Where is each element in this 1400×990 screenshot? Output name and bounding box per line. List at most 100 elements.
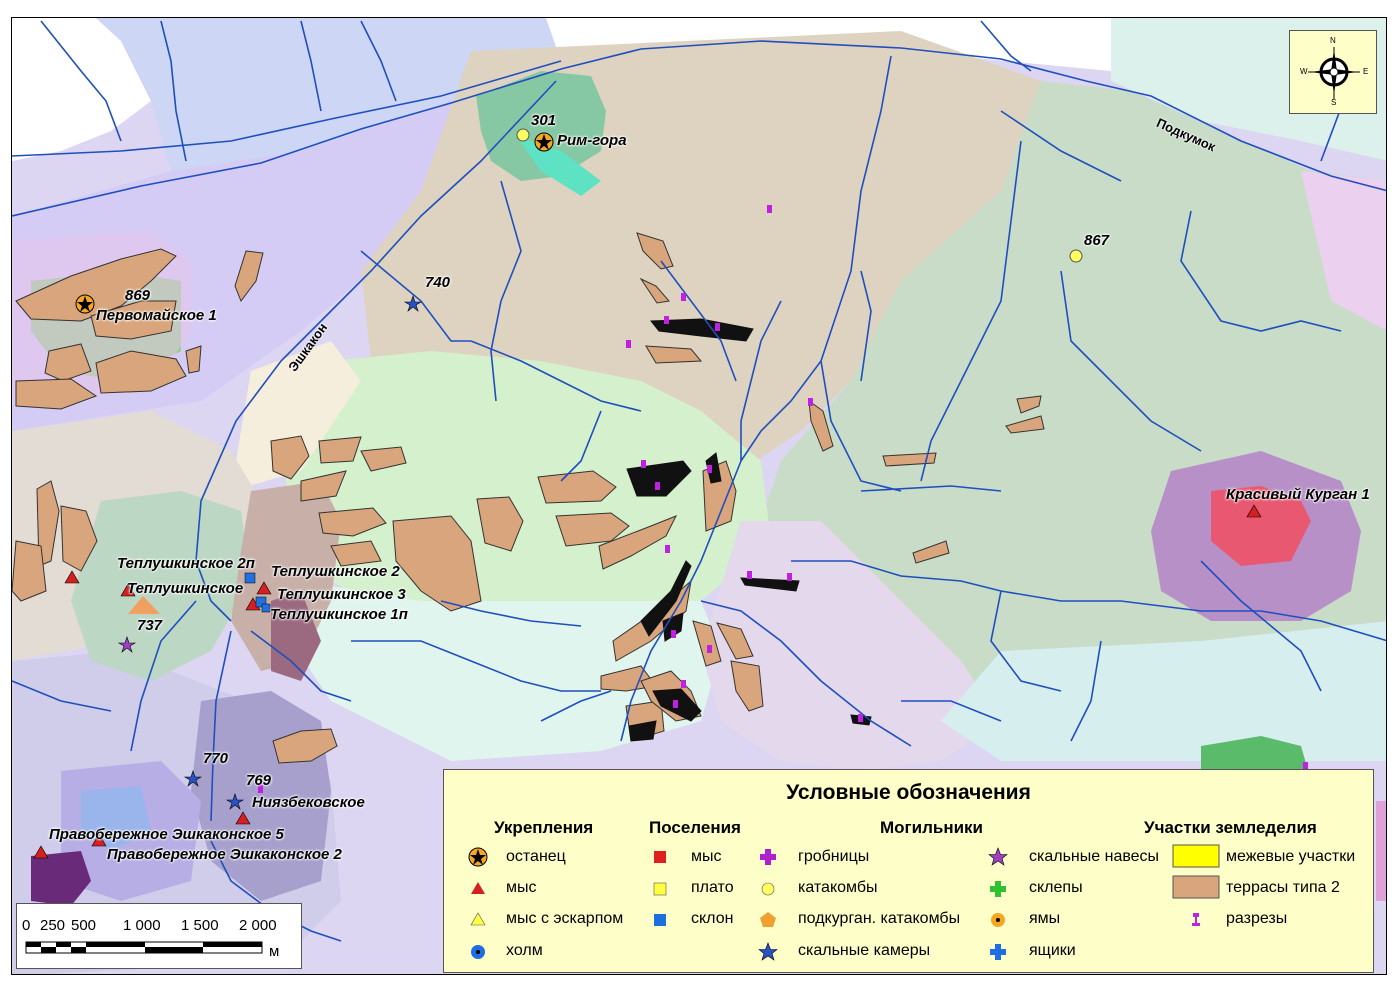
terrace bbox=[882, 452, 937, 467]
legend-item-mezhevye: межевые участки bbox=[1226, 848, 1356, 865]
river-trib bbox=[1200, 560, 1322, 692]
river-trib bbox=[860, 270, 872, 382]
label-rim-gora: Рим-гора bbox=[557, 132, 627, 149]
yellow-square-icon bbox=[653, 882, 667, 896]
legend-item-kholm: холм bbox=[506, 942, 543, 959]
scale-bar-graphic bbox=[25, 941, 263, 954]
blue-dot-circle-icon bbox=[471, 945, 485, 959]
river-trib bbox=[351, 640, 601, 692]
terrace bbox=[60, 505, 98, 572]
river-trib bbox=[360, 20, 397, 102]
label-teplushkinskoe-3: Теплушкинское 3 bbox=[277, 586, 406, 603]
legend-item-yashchiki: ящики bbox=[1029, 942, 1076, 959]
legend-item-podkurgan: подкурган. катакомбы bbox=[798, 910, 961, 927]
yellow-rect-icon bbox=[1172, 844, 1220, 868]
legend-item-mys-fort: мыс bbox=[506, 879, 537, 896]
terrace bbox=[318, 507, 387, 537]
river-trib bbox=[560, 410, 602, 482]
legend-item-ostanets: останец bbox=[506, 848, 566, 865]
river-trib bbox=[40, 20, 122, 142]
label-pravoberezhnoe-5: Правобережное Эшкаконское 5 bbox=[49, 826, 284, 843]
cut bbox=[649, 318, 754, 342]
terrace bbox=[636, 232, 674, 270]
compass: N S W E bbox=[1289, 30, 1377, 114]
legend-item-grobnitsy: гробницы bbox=[798, 848, 870, 865]
river-trib bbox=[1180, 210, 1342, 332]
legend-title: Условные обозначения bbox=[786, 781, 1031, 804]
terraces bbox=[12, 232, 1045, 764]
river-trib bbox=[160, 20, 187, 162]
zone-cyan-southeast bbox=[941, 621, 1386, 761]
terrace bbox=[1005, 415, 1045, 434]
river-podkumok-north bbox=[12, 60, 562, 157]
star-in-circle-icon bbox=[468, 847, 488, 867]
blue-square-icon bbox=[654, 914, 666, 926]
tan-rect-icon bbox=[1172, 875, 1220, 899]
legend-header-forts: Укрепления bbox=[494, 818, 594, 837]
legend-item-plato: плато bbox=[691, 879, 734, 896]
orange-pentagon-icon bbox=[760, 912, 776, 927]
legend-header-settlements: Поселения bbox=[649, 818, 741, 837]
river-trib bbox=[12, 680, 112, 712]
terrace bbox=[645, 345, 703, 364]
terrace bbox=[392, 515, 482, 612]
terrace bbox=[360, 446, 407, 472]
river-trib bbox=[820, 360, 902, 492]
zone-northwest-white bbox=[12, 18, 151, 161]
red-triangle-icon bbox=[471, 882, 485, 894]
terrace bbox=[90, 300, 177, 340]
terrace bbox=[730, 660, 764, 712]
label-770: 770 bbox=[203, 750, 229, 767]
purple-star-icon bbox=[988, 847, 1008, 866]
terrace bbox=[234, 250, 264, 303]
river-trib bbox=[740, 300, 782, 461]
blue-star-icon bbox=[758, 942, 778, 961]
cut bbox=[705, 452, 722, 484]
terrace bbox=[15, 378, 98, 410]
terrace bbox=[15, 248, 177, 322]
scale-tick-250: 250 bbox=[40, 917, 66, 934]
hatched-cuts bbox=[626, 318, 872, 742]
terrace bbox=[12, 540, 47, 602]
river-trib bbox=[920, 380, 962, 482]
river-trib bbox=[470, 340, 642, 412]
terrace bbox=[476, 496, 524, 552]
river-trib bbox=[980, 20, 1032, 72]
legend-item-skalnye-navesy: скальные навесы bbox=[1029, 848, 1160, 865]
legend-item-mys-settlement: мыс bbox=[691, 848, 722, 865]
label-737: 737 bbox=[137, 617, 163, 634]
scale-tick-500: 500 bbox=[71, 917, 97, 934]
label-pervomayskoe: Первомайское 1 bbox=[96, 307, 217, 324]
green-cross-icon bbox=[990, 881, 1006, 897]
terrace bbox=[537, 470, 617, 504]
terrace bbox=[716, 622, 754, 660]
river-trib bbox=[901, 700, 1002, 722]
terrace bbox=[270, 435, 310, 480]
red-square-icon bbox=[654, 851, 666, 863]
zone-green-patch-west bbox=[71, 491, 251, 681]
river-trib bbox=[1070, 640, 1102, 742]
compass-e: E bbox=[1363, 67, 1369, 76]
river-trib bbox=[1060, 270, 1202, 452]
compass-n: N bbox=[1330, 36, 1336, 45]
compass-w: W bbox=[1300, 67, 1308, 76]
river-eshkakon bbox=[195, 80, 557, 622]
zone-rim-green bbox=[476, 71, 606, 181]
purple-cross-icon bbox=[760, 849, 776, 865]
river-trib bbox=[300, 20, 322, 112]
zone-krasivy-red bbox=[1211, 486, 1311, 566]
river-trib bbox=[791, 560, 1386, 642]
legend-item-katakomby: катакомбы bbox=[798, 879, 878, 896]
scale-tick-1000: 1 000 bbox=[123, 917, 161, 934]
river-trib bbox=[660, 260, 737, 382]
terrace bbox=[598, 515, 678, 570]
river-trib bbox=[130, 600, 197, 752]
cut bbox=[640, 560, 692, 637]
terrace bbox=[692, 620, 722, 667]
legend-item-razrezy: разрезы bbox=[1226, 910, 1288, 927]
river-trib bbox=[860, 485, 1002, 492]
compass-s: S bbox=[1331, 98, 1337, 107]
terrace bbox=[639, 277, 670, 304]
river-trib bbox=[740, 55, 892, 462]
zone-dark-purple-patch bbox=[31, 851, 91, 906]
